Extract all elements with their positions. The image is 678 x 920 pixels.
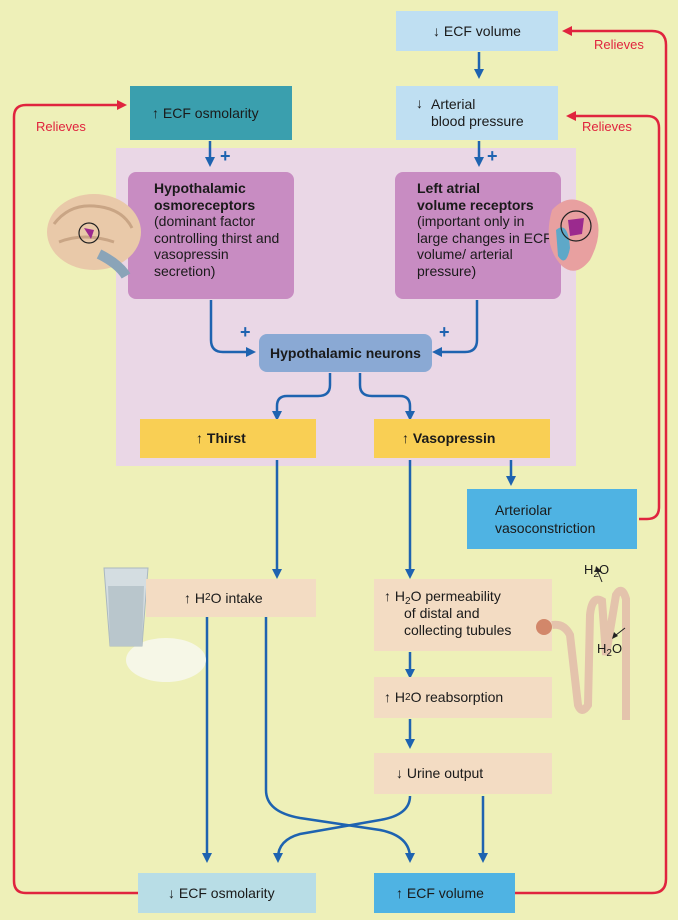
plus-sign-osmo: + (220, 146, 231, 166)
heart-illustration (548, 199, 599, 271)
vasopressin-increase-box: ↑ Vasopressin (374, 419, 550, 458)
arrow-osmoreceptors-to-neurons (209, 300, 256, 357)
relieves-line-arteriolar (566, 111, 661, 521)
plus-sign-neurons-right: + (439, 322, 450, 342)
left-atrial-receptors-box: Left atrial volume receptors (important … (395, 172, 561, 299)
relieves-label-left: Relieves (36, 119, 86, 134)
water-label-upper: H2O (584, 562, 610, 580)
relieves-line-osmolarity (12, 100, 138, 895)
arterial-bp-arrow: ↓ (416, 95, 423, 111)
hypothalamic-neurons-box: Hypothalamic neurons (259, 334, 432, 372)
ecf-volume-increase-box: ↑ ECF volume (374, 873, 515, 913)
urine-output-decrease-box: ↓ Urine output (374, 753, 552, 794)
arrow-neurons-to-thirst (272, 373, 332, 421)
arrow-neurons-to-vasopressin (358, 373, 415, 421)
hypothalamic-osmoreceptors-box: Hypothalamic osmoreceptors (dominant fac… (128, 172, 294, 299)
plus-sign-neurons-left: + (240, 322, 251, 342)
relieves-label-right: Relieves (582, 119, 632, 134)
arrow-intake-to-volume (264, 617, 415, 863)
relieves-label-top-right: Relieves (594, 37, 644, 52)
water-glass-illustration (103, 567, 206, 682)
ecf-osmolarity-increase-box: ↑ ECF osmolarity (130, 86, 292, 140)
arrow-urine-to-osmolarity (273, 795, 412, 863)
arrow-atrial-to-neurons (432, 300, 479, 357)
thirst-increase-box: ↑ Thirst (140, 419, 316, 458)
atrium-marker-icon (560, 210, 592, 242)
arteriolar-vasoconstriction-box: Arteriolar vasoconstriction (467, 489, 637, 549)
relieves-line-volume (515, 26, 668, 895)
nephron-tubule-illustration (536, 586, 630, 720)
hypothalamus-marker-icon (78, 222, 100, 244)
ecf-osmolarity-decrease-box: ↓ ECF osmolarity (138, 873, 316, 913)
plus-sign-atrial: + (487, 146, 498, 166)
brain-illustration (47, 194, 141, 279)
water-label-lower: H2O (597, 641, 623, 659)
ecf-volume-decrease-box: ↓ ECF volume (396, 11, 558, 51)
water-permeability-increase-box: ↑ H2O permeability of distal and collect… (374, 579, 552, 651)
